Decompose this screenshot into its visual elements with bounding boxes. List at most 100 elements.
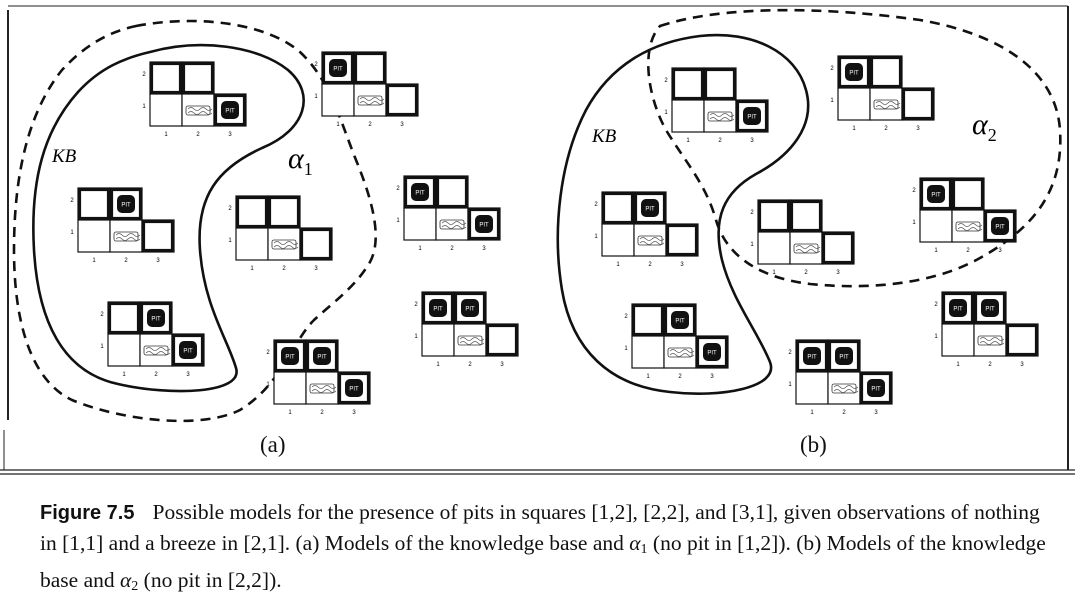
grid-cell [601,223,635,257]
kb-region-b [556,33,810,395]
pit-icon: PIT [835,347,853,365]
col-label: 1 [810,410,814,416]
grid-cell [77,187,111,221]
candidate-cell-outline [735,99,769,133]
col-label: 1 [934,248,938,254]
pit-label: PIT [675,319,685,325]
candidate-cell-outline [149,61,183,95]
grid-cell [421,323,455,357]
pit-icon: PIT [475,215,493,233]
col-label: 1 [288,410,292,416]
col-label: 2 [648,262,652,268]
grid-cell [321,83,355,117]
col-label: 2 [988,362,992,368]
breeze-icon [143,345,171,356]
pit-label: PIT [807,355,817,361]
candidate-cell-outline [973,291,1007,325]
row-label: 2 [396,186,400,192]
grid-cell [267,195,301,229]
breeze-icon [309,383,337,394]
col-label: 1 [772,270,776,276]
row-label: 1 [228,238,232,244]
panel-label-a: (a) [260,432,286,457]
col-label: 3 [314,266,318,272]
breeze-icon [707,111,735,122]
col-label: 1 [646,374,650,380]
pit-label: PIT [995,225,1005,231]
row-label: 2 [266,350,270,356]
candidate-cell-outline [951,177,985,211]
pit-label: PIT [871,387,881,393]
grid-cell [235,195,269,229]
pit-icon: PIT [927,185,945,203]
candidate-cell-outline [321,51,355,85]
candidate-cell-outline [859,371,893,405]
grid-cell [107,333,141,367]
col-label: 1 [250,266,254,272]
caption-text-2: (no pit in [1,2]). (b) Models of the kno… [40,531,1046,592]
col-label: 2 [804,270,808,276]
pit-label: PIT [465,307,475,313]
breeze-icon [457,335,485,346]
pit-icon: PIT [345,379,363,397]
col-label: 3 [228,132,232,138]
row-label: 2 [912,188,916,194]
col-label: 1 [92,258,96,264]
grid-cell [901,87,935,121]
col-label: 3 [400,122,404,128]
candidate-cell-outline [109,187,143,221]
row-label: 1 [788,382,792,388]
row-label: 2 [830,66,834,72]
candidate-cell-outline [821,231,855,265]
pit-icon: PIT [981,299,999,317]
grid-cell [273,371,307,405]
col-label: 3 [1020,362,1024,368]
alpha-symbol-b: α [972,108,989,141]
candidate-cell-outline [663,303,697,337]
breeze-icon [955,221,983,232]
grid-cell [149,61,183,95]
caption-alpha2-sub: 2 [131,579,139,594]
breeze-icon [271,239,299,250]
grid-cell [789,199,823,233]
row-label: 1 [664,110,668,116]
candidate-cell-outline [695,335,729,369]
pit-label: PIT [849,71,859,77]
pit-label: PIT [333,67,343,73]
row-label: 1 [934,334,938,340]
pit-label: PIT [415,191,425,197]
col-label: 2 [196,132,200,138]
grid-cell [631,335,665,369]
pit-icon: PIT [803,347,821,365]
pit-label: PIT [839,355,849,361]
candidate-cell-outline [139,301,173,335]
candidate-cell-outline [273,339,307,373]
row-label: 2 [100,312,104,318]
candidate-cell-outline [671,67,705,101]
kb-label-b: KB [591,126,617,147]
breeze-icon [439,219,467,230]
candidate-cell-outline [213,93,247,127]
col-label: 2 [718,138,722,144]
pit-icon: PIT [991,217,1009,235]
pit-icon: PIT [117,195,135,213]
row-label: 2 [414,302,418,308]
grid-cell [757,199,791,233]
pit-icon: PIT [641,199,659,217]
col-label: 2 [124,258,128,264]
pit-icon: PIT [671,311,689,329]
grid-cell [951,177,985,211]
pit-icon: PIT [461,299,479,317]
pit-icon: PIT [949,299,967,317]
col-label: 2 [282,266,286,272]
row-label: 1 [396,218,400,224]
grid-cell [601,191,635,225]
caption-text-1: Possible models for the presence of pits… [40,500,1040,555]
row-label: 2 [142,72,146,78]
